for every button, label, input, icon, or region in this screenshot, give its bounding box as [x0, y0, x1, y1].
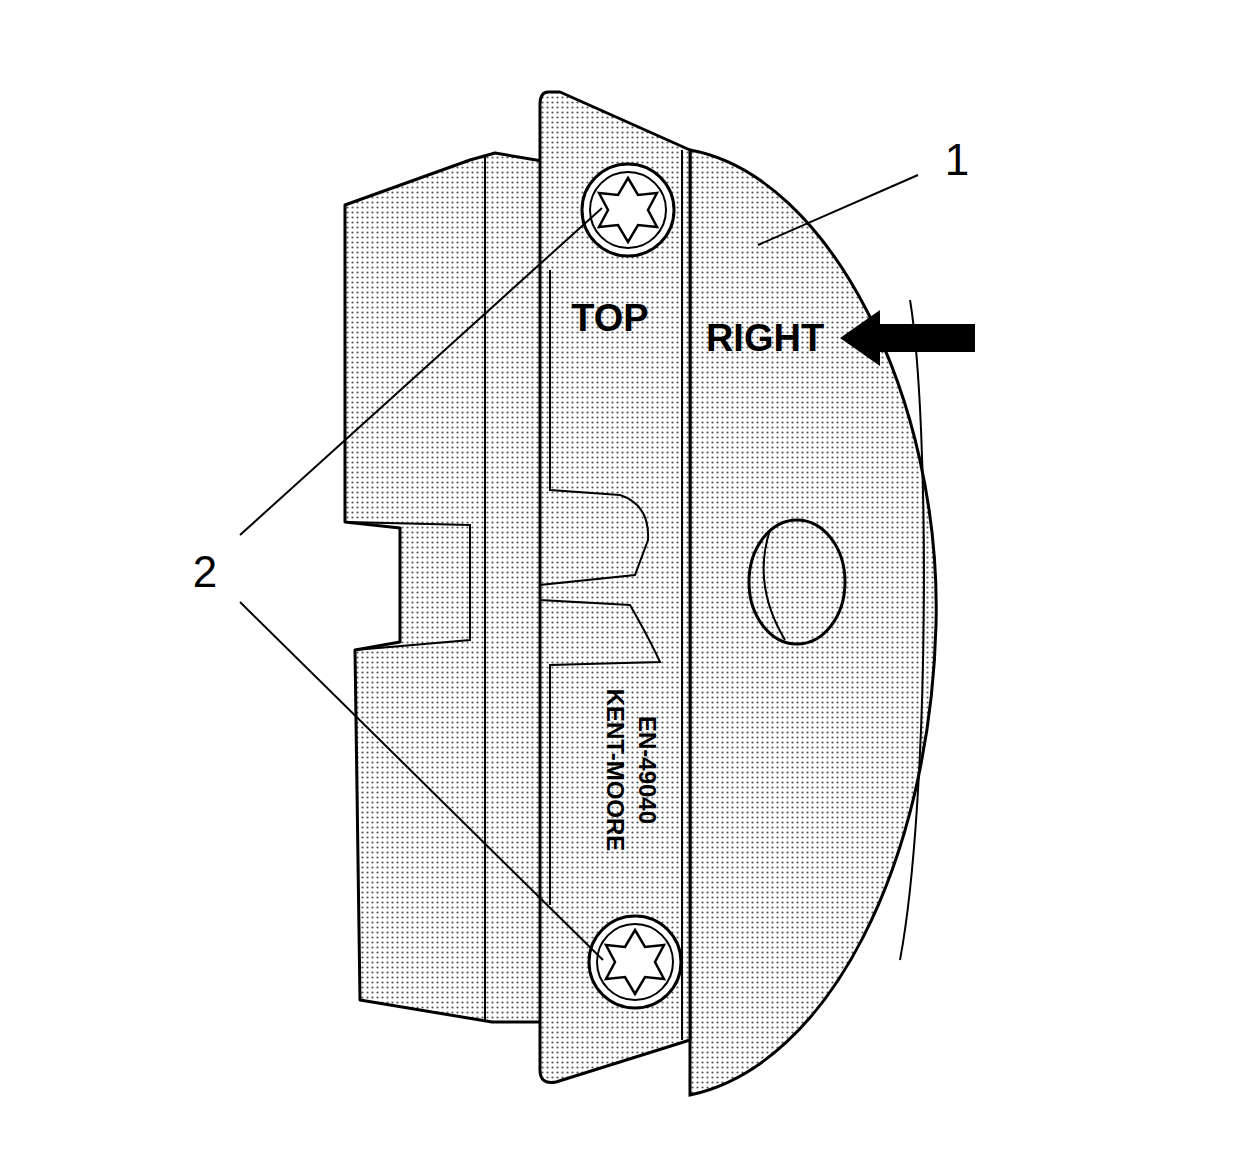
body-notch [345, 522, 470, 650]
callout-number: 2 [193, 550, 217, 594]
orientation-mark: RIGHT [706, 319, 824, 357]
callout-number: 1 [945, 138, 969, 182]
tool-marking: EN-49040 [635, 716, 659, 824]
body-edge [484, 155, 486, 1020]
orientation-mark: TOP [571, 299, 648, 337]
leader-line [758, 175, 918, 245]
plate-strip [540, 92, 690, 1083]
hole-shade [764, 530, 785, 640]
d-plate [690, 150, 936, 1095]
tool-marking: KENT-MOORE [603, 689, 627, 852]
leader-line [240, 208, 602, 535]
torx-screw [589, 916, 681, 1008]
plate-edge [681, 150, 683, 1040]
direction-arrow [840, 310, 975, 366]
recess-outline [540, 270, 660, 905]
plate-rim [900, 300, 924, 960]
torx-screw [582, 164, 674, 256]
leader-line [240, 602, 603, 960]
hole [749, 520, 845, 644]
